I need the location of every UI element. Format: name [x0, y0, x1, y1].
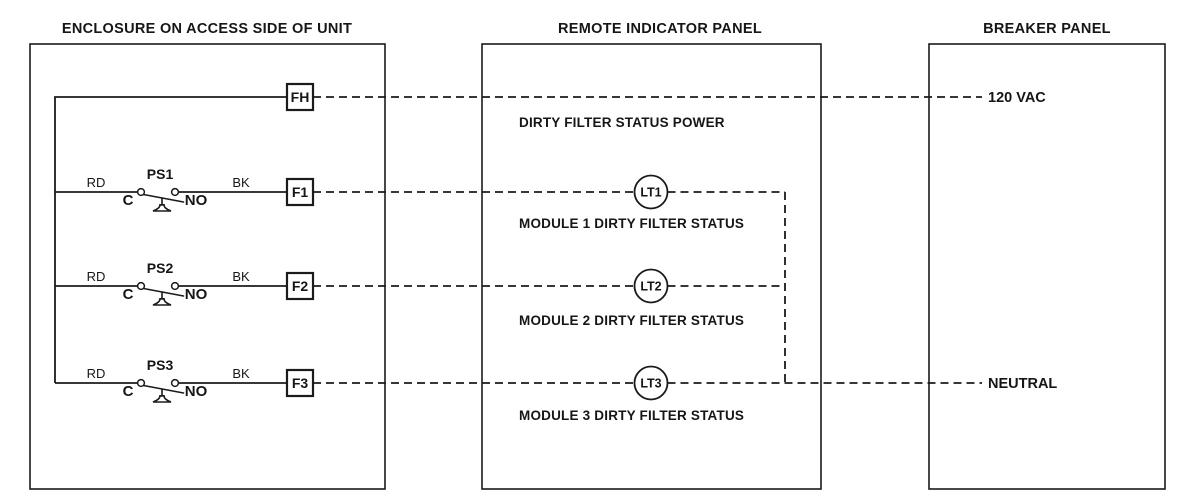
switch-diaphragm-icon — [152, 395, 172, 403]
breaker-panel-title: BREAKER PANEL — [983, 21, 1111, 37]
fuse-box — [285, 368, 315, 398]
pressure-switch-label: PS2 — [147, 260, 174, 276]
indicator-lamp — [633, 174, 669, 210]
pressure-switch-symbol — [136, 378, 185, 403]
common-terminal-label: C — [123, 192, 134, 209]
wire-color-label-bk: BK — [232, 175, 250, 190]
wire-color-label-rd: RD — [87, 366, 106, 381]
fuse-box — [285, 177, 315, 207]
fuse-label: F3 — [292, 375, 309, 391]
pressure-switch-label: PS1 — [147, 166, 174, 182]
module-status-label: MODULE 1 DIRTY FILTER STATUS — [519, 216, 744, 231]
no-terminal-label: NO — [185, 192, 208, 209]
supply-bus-wire — [54, 96, 287, 383]
indicator-lamp-label: LT3 — [640, 377, 661, 391]
pressure-switch-symbol — [136, 187, 185, 212]
switch-no-contact-dot — [170, 281, 180, 291]
indicator-lamp — [633, 268, 669, 304]
switch-common-contact-dot — [136, 281, 146, 291]
wire-color-label-bk: BK — [232, 366, 250, 381]
source-voltage-label: 120 VAC — [988, 90, 1046, 106]
indicator-lamp-label: LT2 — [640, 280, 661, 294]
enclosure-panel-title: ENCLOSURE ON ACCESS SIDE OF UNIT — [62, 21, 352, 37]
breaker-panel-box — [928, 43, 1166, 490]
filter-status-row-3: RD PS3 BK C NO F3 LT3 MODULE 3 DIRTY FIL… — [87, 357, 744, 423]
remote-indicator-panel-title: REMOTE INDICATOR PANEL — [558, 21, 762, 37]
power-status-label: DIRTY FILTER STATUS POWER — [519, 115, 725, 130]
pressure-switch-symbol — [136, 281, 185, 306]
module-status-label: MODULE 3 DIRTY FILTER STATUS — [519, 408, 744, 423]
switch-no-contact-dot — [170, 187, 180, 197]
switch-blade — [142, 287, 185, 297]
remote-indicator-panel-box — [481, 43, 822, 490]
wire-color-label-bk: BK — [232, 269, 250, 284]
common-terminal-label: C — [123, 286, 134, 303]
fuse-holder-box — [285, 82, 315, 112]
switch-blade — [142, 193, 185, 203]
common-terminal-label: C — [123, 383, 134, 400]
fuse-label: F2 — [292, 278, 309, 294]
enclosure-panel-box — [29, 43, 386, 490]
no-terminal-label: NO — [185, 286, 208, 303]
switch-blade — [142, 384, 185, 394]
wire-color-label-rd: RD — [87, 269, 106, 284]
filter-status-row-2: RD PS2 BK C NO F2 LT2 MODULE 2 DIRTY FIL… — [87, 260, 744, 328]
switch-diaphragm-icon — [152, 204, 172, 212]
switch-common-contact-dot — [136, 378, 146, 388]
indicator-lamp — [633, 365, 669, 401]
switch-common-contact-dot — [136, 187, 146, 197]
fuse-box — [285, 271, 315, 301]
fuse-label: F1 — [292, 184, 309, 200]
indicator-lamp-label: LT1 — [640, 186, 661, 200]
neutral-label: NEUTRAL — [988, 376, 1057, 392]
pressure-switch-label: PS3 — [147, 357, 174, 373]
wire-color-label-rd: RD — [87, 175, 106, 190]
filter-status-row-1: RD PS1 BK C NO F1 LT1 MODULE 1 DIRTY FIL… — [87, 166, 744, 231]
switch-no-contact-dot — [170, 378, 180, 388]
fuse-holder-label: FH — [291, 89, 310, 105]
module-status-label: MODULE 2 DIRTY FILTER STATUS — [519, 313, 744, 328]
no-terminal-label: NO — [185, 383, 208, 400]
switch-diaphragm-icon — [152, 298, 172, 306]
